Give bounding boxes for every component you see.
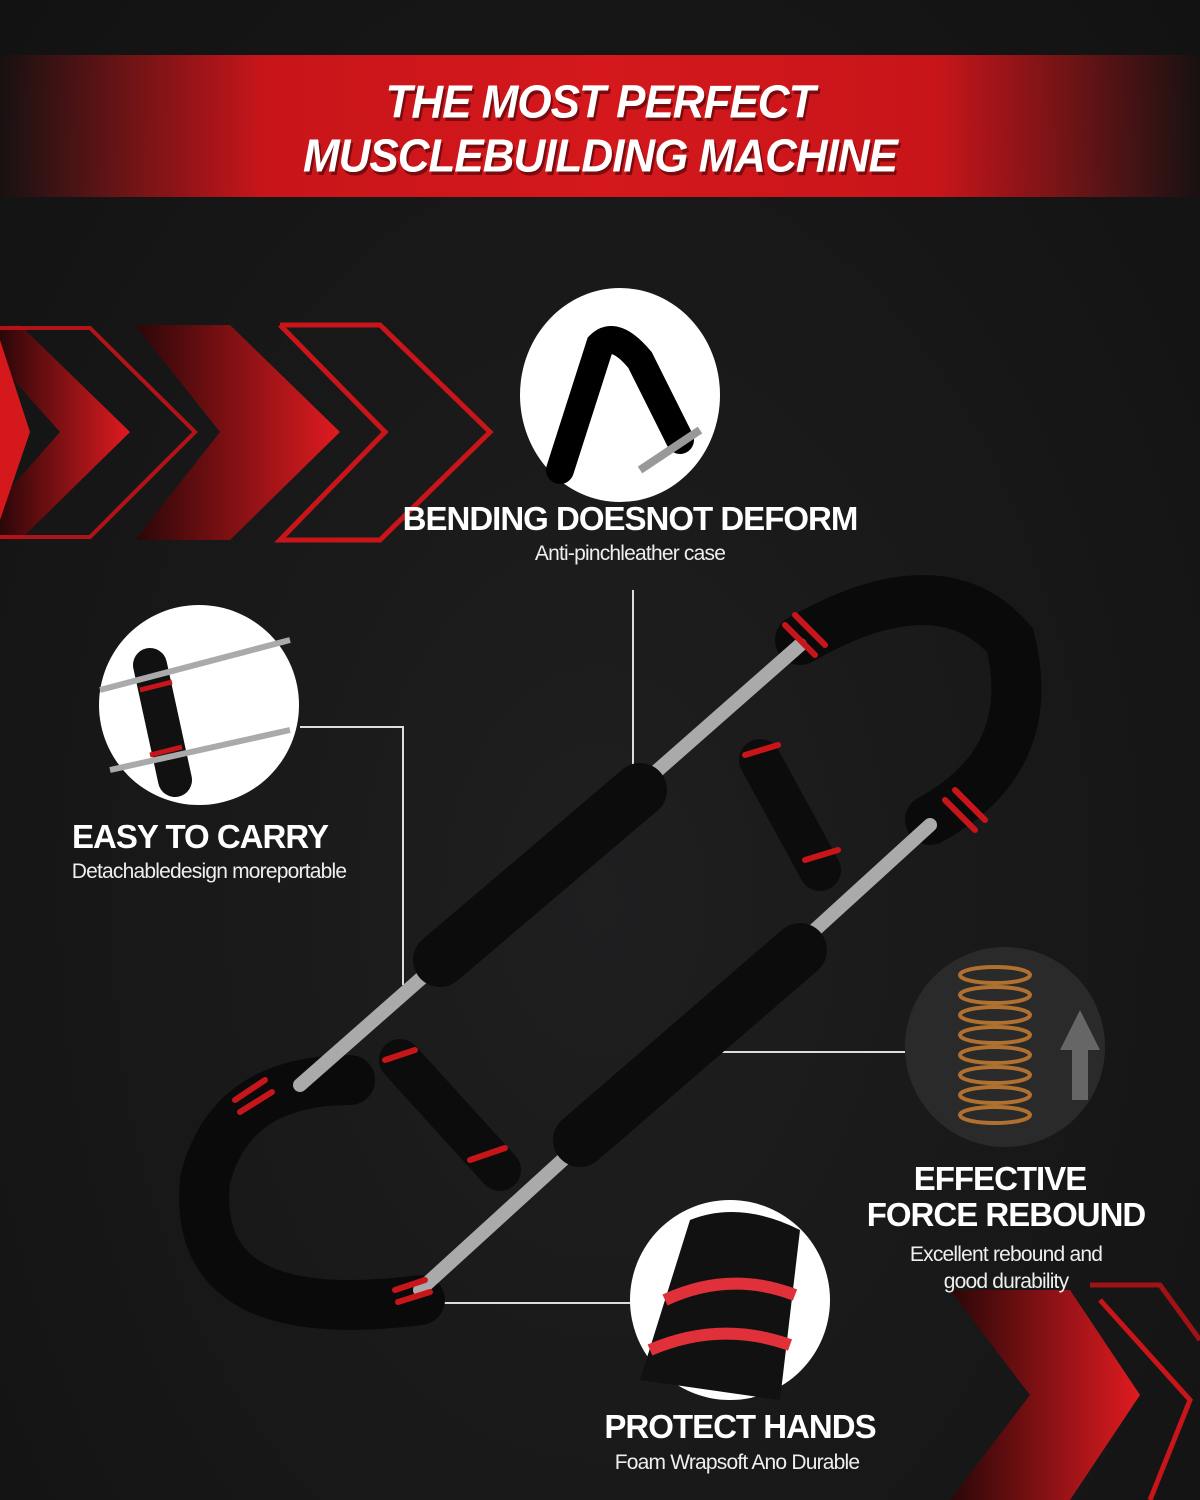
title-banner [0,55,1200,197]
detail-circle-bend-icon [520,288,720,502]
feature-title-rebound-line2: FORCE REBOUND [866,1196,1147,1233]
power-twister-bar [179,575,1042,1330]
detail-circle-spring-icon [905,947,1105,1147]
feature-subtitle-rebound-line1: Excellent rebound and [909,1243,1103,1266]
feature-subtitle-bending: Anti-pinchleather case [534,542,726,565]
feature-title-protect: PROTECT HANDS [604,1408,876,1445]
detail-circle-foam-icon [630,1200,830,1400]
detail-circle-detachable-icon [99,605,299,805]
chevron-arrows-left-icon [0,322,494,543]
feature-title-rebound-line1: EFFECTIVE [913,1160,1088,1197]
banner-title-line1: THE MOST PERFECT [385,76,816,129]
feature-subtitle-rebound-line2: good durability [943,1270,1069,1293]
feature-title-carry: EASY TO CARRY [72,818,329,855]
feature-subtitle-protect: Foam Wrapsoft Ano Durable [614,1451,860,1474]
chevron-arrows-right-icon [950,1282,1200,1500]
feature-subtitle-carry: Detachabledesign moreportable [71,860,347,883]
banner-title-line2: MUSCLEBUILDING MACHINE [303,130,898,183]
callout-lines [300,590,905,1304]
feature-title-bending: BENDING DOESNOT DEFORM [402,500,859,537]
